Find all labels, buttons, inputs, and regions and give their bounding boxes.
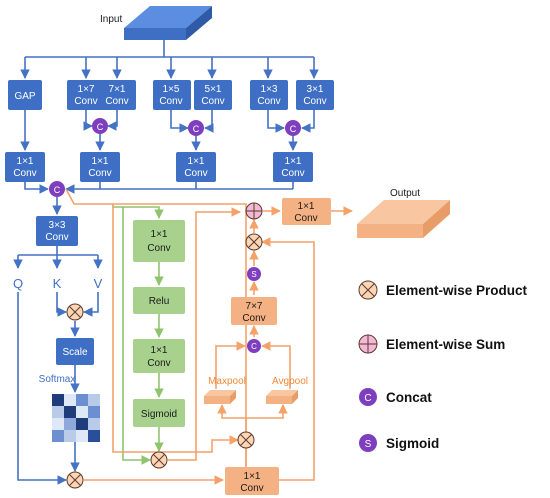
attention-cell — [64, 394, 76, 406]
gap-label: GAP — [14, 91, 35, 102]
green-boxes: 1×1 Conv Relu 1×1 Conv Sigmoid — [133, 220, 185, 427]
legend-concat: Concat — [386, 390, 432, 405]
conv-1x7-line1: 1×7 — [78, 84, 95, 95]
legend-sigmoid: Sigmoid — [386, 436, 439, 451]
conv-1x1-gap-line2: Conv — [13, 168, 36, 179]
conv-1x1-b1-line1: 1×1 — [92, 156, 109, 167]
attention-matrix — [52, 394, 100, 442]
legend-product-icon — [358, 280, 378, 300]
attention-cell — [52, 406, 64, 418]
attention-cell — [88, 430, 100, 442]
product-output — [245, 233, 263, 251]
product-spatial — [237, 431, 255, 449]
orange-boxes: 1×1 Conv 7×7 Conv 1×1 Conv Maxpool Avgpo… — [204, 198, 331, 495]
conv-7x1-line1: 7×1 — [109, 84, 126, 95]
softmax-label: Softmax — [39, 374, 76, 385]
v-label: V — [94, 276, 103, 291]
product-green — [150, 451, 168, 469]
attention-cell — [64, 430, 76, 442]
attention-cell — [64, 406, 76, 418]
conv-1x1-green2-line1: 1×1 — [151, 345, 168, 356]
orange-connections — [65, 188, 353, 485]
conv-1x1-green2-line2: Conv — [147, 358, 170, 369]
legend-sigmoid-icon: S — [359, 434, 377, 452]
conv-1x1-b3-line2: Conv — [281, 168, 304, 179]
sigmoid-box-label: Sigmoid — [141, 409, 177, 420]
maxpool-slab — [204, 390, 236, 404]
input-tensor: Input — [100, 6, 212, 40]
conv-1x1-gap-line1: 1×1 — [17, 156, 34, 167]
output-label: Output — [390, 188, 420, 199]
conv-1x3-line2: Conv — [257, 96, 280, 107]
attention-cell — [64, 418, 76, 430]
conv-1x1-green1-line2: Conv — [147, 243, 170, 254]
legend: Element-wise Product Element-wise Sum C … — [358, 280, 528, 452]
attention-cell — [76, 418, 88, 430]
product-kv — [66, 303, 84, 321]
sigmoid-symbol: S — [251, 270, 256, 279]
legend-concat-symbol: C — [364, 393, 371, 404]
attention-cell — [76, 406, 88, 418]
maxpool-label: Maxpool — [208, 376, 246, 387]
conv-7x7-line1: 7×7 — [246, 301, 263, 312]
conv-5x1-line2: Conv — [201, 96, 224, 107]
attention-cell — [52, 430, 64, 442]
conv-1x7-line2: Conv — [74, 96, 97, 107]
input-label: Input — [100, 14, 122, 25]
conv-1x1-green1-line1: 1×1 — [151, 229, 168, 240]
legend-sigmoid-symbol: S — [365, 439, 372, 450]
conv-1x1-out-line2: Conv — [294, 213, 317, 224]
avgpool-label: Avgpool — [272, 376, 308, 387]
concat-symbol-5: C — [251, 342, 257, 351]
conv-1x1-b2-line1: 1×1 — [188, 156, 205, 167]
concat-symbol-2: C — [193, 124, 200, 134]
conv-1x5-line2: Conv — [159, 96, 182, 107]
conv-1x1-out-line1: 1×1 — [298, 201, 315, 212]
conv-3x3-line2: Conv — [45, 232, 68, 243]
concat-symbol-1: C — [97, 122, 104, 132]
output-tensor: Output — [357, 188, 450, 238]
conv-5x1-line1: 5×1 — [205, 84, 222, 95]
conv-3x3-line1: 3×3 — [49, 220, 66, 231]
conv-7x7-line2: Conv — [242, 313, 265, 324]
conv-1x1-b2-line2: Conv — [184, 168, 207, 179]
k-label: K — [53, 276, 62, 291]
conv-3x1-line1: 3×1 — [307, 84, 324, 95]
blue-boxes: GAP 1×7 Conv 7×1 Conv 1×5 Conv 5×1 Conv … — [5, 80, 334, 365]
green-connections — [112, 205, 164, 465]
legend-concat-icon: C — [359, 388, 377, 406]
conv-1x5-line1: 1×5 — [163, 84, 180, 95]
attention-cell — [52, 394, 64, 406]
avgpool-slab — [266, 390, 298, 404]
legend-sum-icon — [358, 334, 378, 354]
attention-cell — [88, 406, 100, 418]
attention-cell — [52, 418, 64, 430]
sum-circle — [245, 202, 263, 220]
conv-7x1-line2: Conv — [105, 96, 128, 107]
q-label: Q — [13, 276, 23, 291]
attention-cell — [88, 418, 100, 430]
conv-1x3-line1: 1×3 — [261, 84, 278, 95]
relu-label: Relu — [149, 296, 170, 307]
conv-3x1-line2: Conv — [303, 96, 326, 107]
conv-1x1-bottom-line2: Conv — [240, 483, 263, 494]
blue-connections — [13, 40, 319, 485]
conv-1x1-b1-line2: Conv — [88, 168, 111, 179]
product-circles — [66, 233, 263, 489]
scale-label: Scale — [62, 347, 87, 358]
concat-symbol-3: C — [290, 124, 297, 134]
concat-circles: C C C C C — [49, 118, 301, 353]
concat-symbol-4: C — [54, 185, 61, 195]
conv-1x1-b3-line1: 1×1 — [285, 156, 302, 167]
attention-cell — [88, 394, 100, 406]
legend-sum: Element-wise Sum — [386, 337, 505, 352]
legend-product: Element-wise Product — [386, 283, 528, 298]
attention-cell — [76, 430, 88, 442]
attention-cell — [76, 394, 88, 406]
conv-1x1-bottom-line1: 1×1 — [244, 471, 261, 482]
product-attn — [66, 471, 84, 489]
sigmoid-circle: S — [247, 267, 261, 281]
